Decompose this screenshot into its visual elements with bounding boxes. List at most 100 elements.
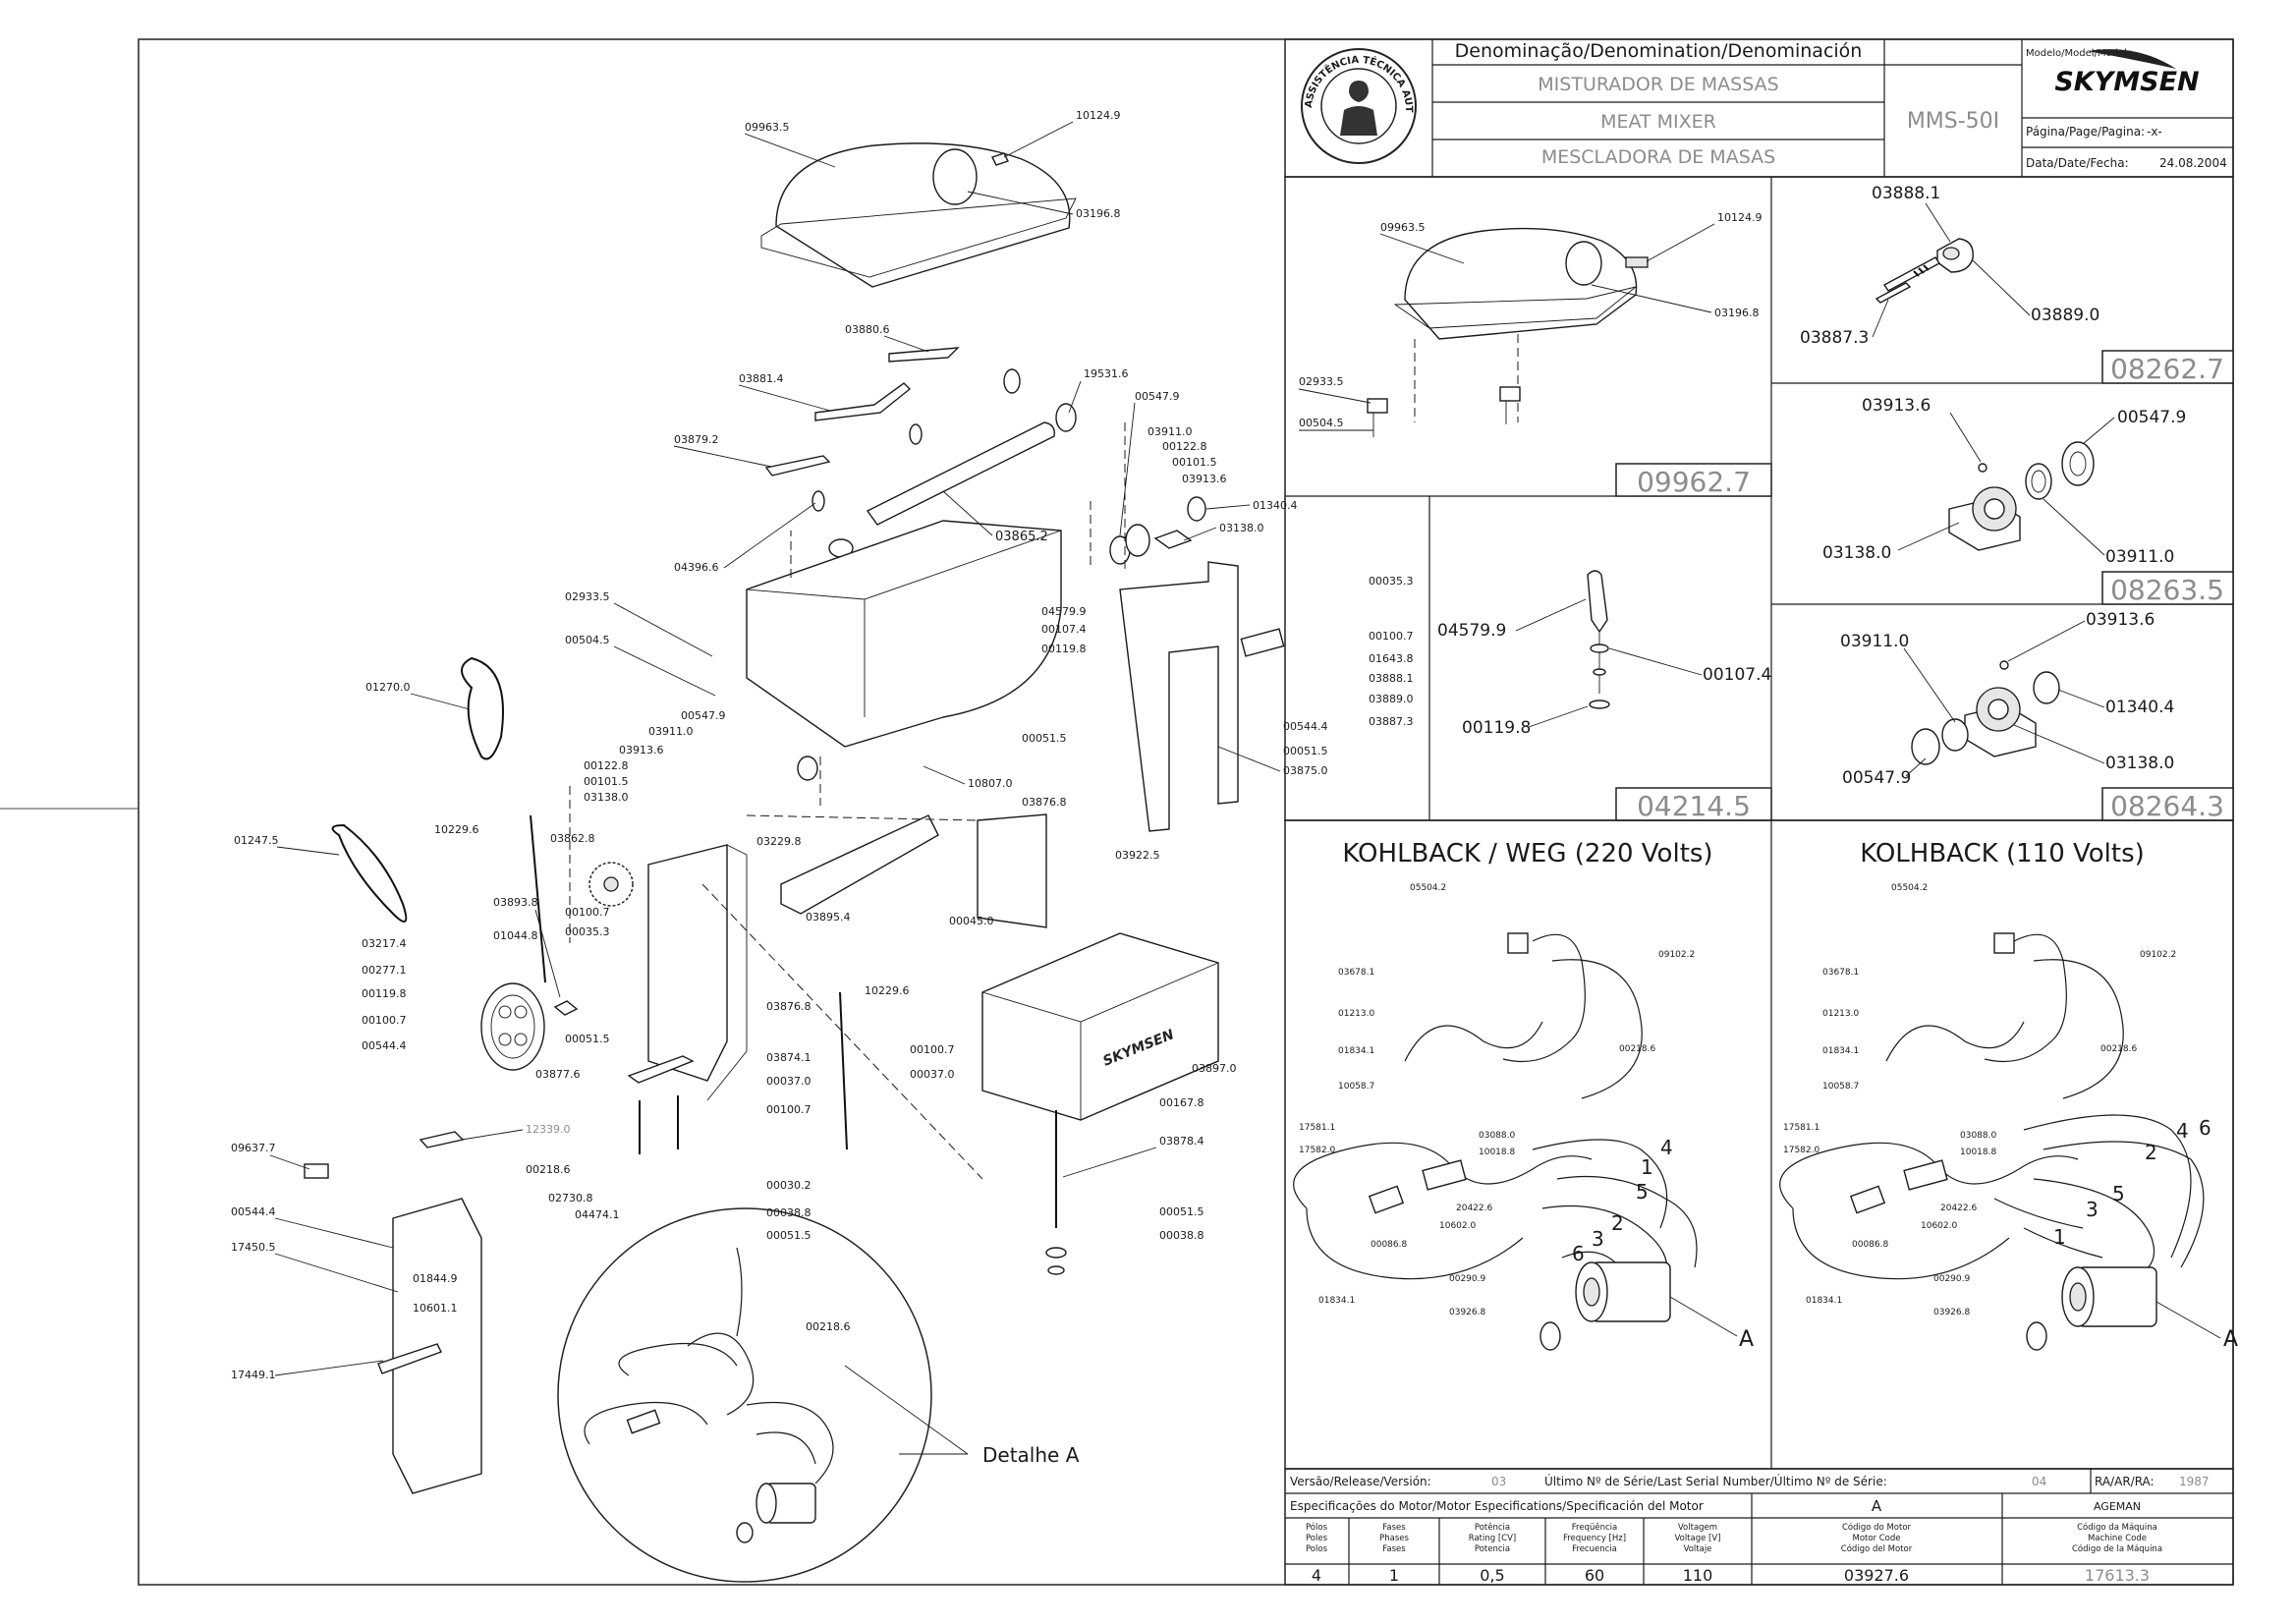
callout-03138-0: 03138.0 (1219, 522, 1264, 534)
date-value: 24.08.2004 (2159, 156, 2227, 170)
value-frequency: 60 (1585, 1566, 1604, 1585)
callout-00051-5-b: 00051.5 (565, 1033, 610, 1045)
callout-03911-0-b: 03911.0 (648, 725, 694, 738)
motor-letter-110v: A (2223, 1327, 2238, 1352)
callout-10601-1: 10601.1 (413, 1302, 458, 1315)
panel3-label-3: 03138.0 (1822, 543, 1891, 563)
callout-09637-7: 09637.7 (231, 1142, 276, 1154)
w110-label-8: 03088.0 (1960, 1131, 1996, 1141)
callout-03911-0: 03911.0 (1148, 425, 1193, 438)
col-poles-1: Pólos (1306, 1522, 1328, 1533)
seal-text: ASSISTÊNCIA TÉCNICA AUTORIZADA (0, 0, 1414, 113)
callout-00544-4: 00544.4 (1283, 720, 1328, 733)
callout-03880-6: 03880.6 (845, 323, 890, 336)
w220-label-6: 01834.1 (1338, 1046, 1374, 1056)
model-value: MMS-50I (1907, 109, 1999, 134)
col-power-2: Rating [CV] (1469, 1534, 1517, 1543)
w220-label-4: 01213.0 (1338, 1009, 1374, 1019)
w220-label-8: 03088.0 (1479, 1131, 1515, 1141)
callout-01270-0: 01270.0 (365, 681, 411, 694)
callout-03888-1: 03888.1 (1369, 672, 1414, 685)
callout-01340-4: 01340.4 (1253, 499, 1298, 512)
w110-label-14: 00086.8 (1852, 1240, 1888, 1250)
serial-value: 04 (2032, 1475, 2046, 1488)
callout-04474-1: 04474.1 (575, 1208, 620, 1221)
w220-label-14: 00086.8 (1371, 1240, 1407, 1250)
callout-00037-0: 00037.0 (766, 1075, 812, 1088)
panel5-label-5: 03138.0 (2105, 754, 2174, 773)
callout-00030-2: 00030.2 (766, 1179, 812, 1192)
motor-220v (1539, 1261, 1671, 1351)
callout-04396-6: 04396.6 (674, 561, 719, 574)
callout-03913-6: 03913.6 (1182, 473, 1227, 485)
callout-03889-0: 03889.0 (1369, 693, 1414, 705)
callout-00504-5: 00504.5 (565, 634, 610, 646)
wire-110-number-4: 4 (2176, 1119, 2189, 1143)
panel5-label-1: 03911.0 (1840, 632, 1909, 651)
callout-12339-0: 12339.0 (526, 1123, 571, 1136)
panel1-label-4: 02933.5 (1299, 375, 1344, 388)
col-power-1: Potência (1475, 1522, 1510, 1533)
panel1-label-1: 09963.5 (1380, 221, 1426, 234)
w110-label-12: 20422.6 (1940, 1204, 1977, 1213)
callout-03862-8: 03862.8 (550, 832, 595, 845)
w220-label-13: 10602.0 (1439, 1221, 1476, 1231)
w220-label-2: 09102.2 (1658, 950, 1695, 960)
panel1-label-3: 03196.8 (1714, 307, 1760, 319)
ra-value: 1987 (2179, 1475, 2210, 1488)
callout-00100-7-d: 00100.7 (766, 1103, 812, 1116)
callout-00547-9: 00547.9 (1135, 390, 1180, 403)
w110-label-15: 01834.1 (1806, 1296, 1842, 1306)
callout-00122-8-b: 00122.8 (584, 759, 629, 772)
callout-17450-5: 17450.5 (231, 1241, 276, 1254)
panel3-label-2: 00547.9 (2117, 408, 2186, 427)
large-pulley (480, 982, 545, 1071)
callout-00547-9-b: 00547.9 (681, 709, 726, 722)
manufacturer: AGEMAN (2094, 1500, 2141, 1513)
wiring-section: KOHLBACK / WEG (220 Volts) KOLHBACK (110… (1284, 819, 2238, 1470)
subassembly-panels: 09962.7 08262.7 08263.5 04214.5 08264.3 … (1284, 176, 2234, 822)
wire-110-number-6: 6 (2199, 1116, 2211, 1140)
wire-110-number-3: 3 (2086, 1198, 2099, 1221)
col-phases-3: Fases (1382, 1544, 1406, 1554)
w220-label-15: 01834.1 (1318, 1296, 1355, 1306)
w220-label-7: 10058.7 (1338, 1082, 1374, 1092)
w220-label-1: 05504.2 (1410, 883, 1446, 893)
w220-label-10: 17582.0 (1299, 1146, 1335, 1155)
callout-03874-1: 03874.1 (766, 1051, 812, 1064)
col-phases-1: Fases (1382, 1523, 1406, 1533)
authorized-service-seal: ASSISTÊNCIA TÉCNICA AUTORIZADA (0, 0, 1417, 164)
w110-label-7: 10058.7 (1822, 1082, 1859, 1092)
brand-logo-text: SKYMSEN (2054, 67, 2200, 97)
lid-assembly-panel: 09963.5 10124.9 03196.8 02933.5 00504.5 (1298, 211, 1763, 437)
w110-label-16: 00290.9 (1933, 1274, 1970, 1284)
col-motor-code-3: Código del Motor (1841, 1543, 1913, 1554)
callout-03897-0: 03897.0 (1192, 1062, 1237, 1075)
lever-panel: 04579.9 00107.4 00119.8 (1437, 570, 1771, 738)
value-motor-code: 03927.6 (1844, 1566, 1909, 1585)
callout-03876-8: 03876.8 (1022, 796, 1067, 809)
wiring-220v: A 4 1 5 2 3 6 05504.2 09102.2 03678.1 01… (1293, 883, 1754, 1352)
callout-00051-5-c: 00051.5 (1159, 1205, 1204, 1218)
main-exploded-view: SKYMSEN Detalh (304, 142, 1285, 1583)
callout-00122-8: 00122.8 (1162, 440, 1207, 453)
bearing-block-panel: 03913.6 00547.9 03138.0 03911.0 (1822, 396, 2186, 567)
w220-label-17: 03926.8 (1449, 1308, 1485, 1317)
panel-code-08263: 08263.5 (2110, 574, 2224, 606)
title-block: ASSISTÊNCIA TÉCNICA AUTORIZADA Denominaç… (0, 0, 2234, 178)
callout-01044-8: 01044.8 (493, 929, 538, 942)
motor-letter-220v: A (1739, 1327, 1754, 1352)
denomination-label: Denominação/Denomination/Denominación (1455, 40, 1863, 62)
callout-00037-0-b: 00037.0 (910, 1068, 955, 1081)
callout-03196-8: 03196.8 (1076, 207, 1121, 220)
motor-spec-table: Versão/Release/Versión: 03 Último Nº de … (1284, 1468, 2234, 1586)
panel5-label-2: 03913.6 (2086, 610, 2155, 630)
wire-number-2: 2 (1611, 1211, 1624, 1235)
page-value: -x- (2147, 125, 2162, 139)
callout-00100-7: 00100.7 (1369, 630, 1414, 643)
panel3-label-4: 03911.0 (2105, 547, 2174, 567)
w110-label-4: 01213.0 (1822, 1009, 1859, 1019)
product-name-en: MEAT MIXER (1600, 111, 1716, 133)
callout-00051-5-d: 00051.5 (766, 1229, 812, 1242)
col-freq-1: Freqüência (1572, 1522, 1617, 1533)
